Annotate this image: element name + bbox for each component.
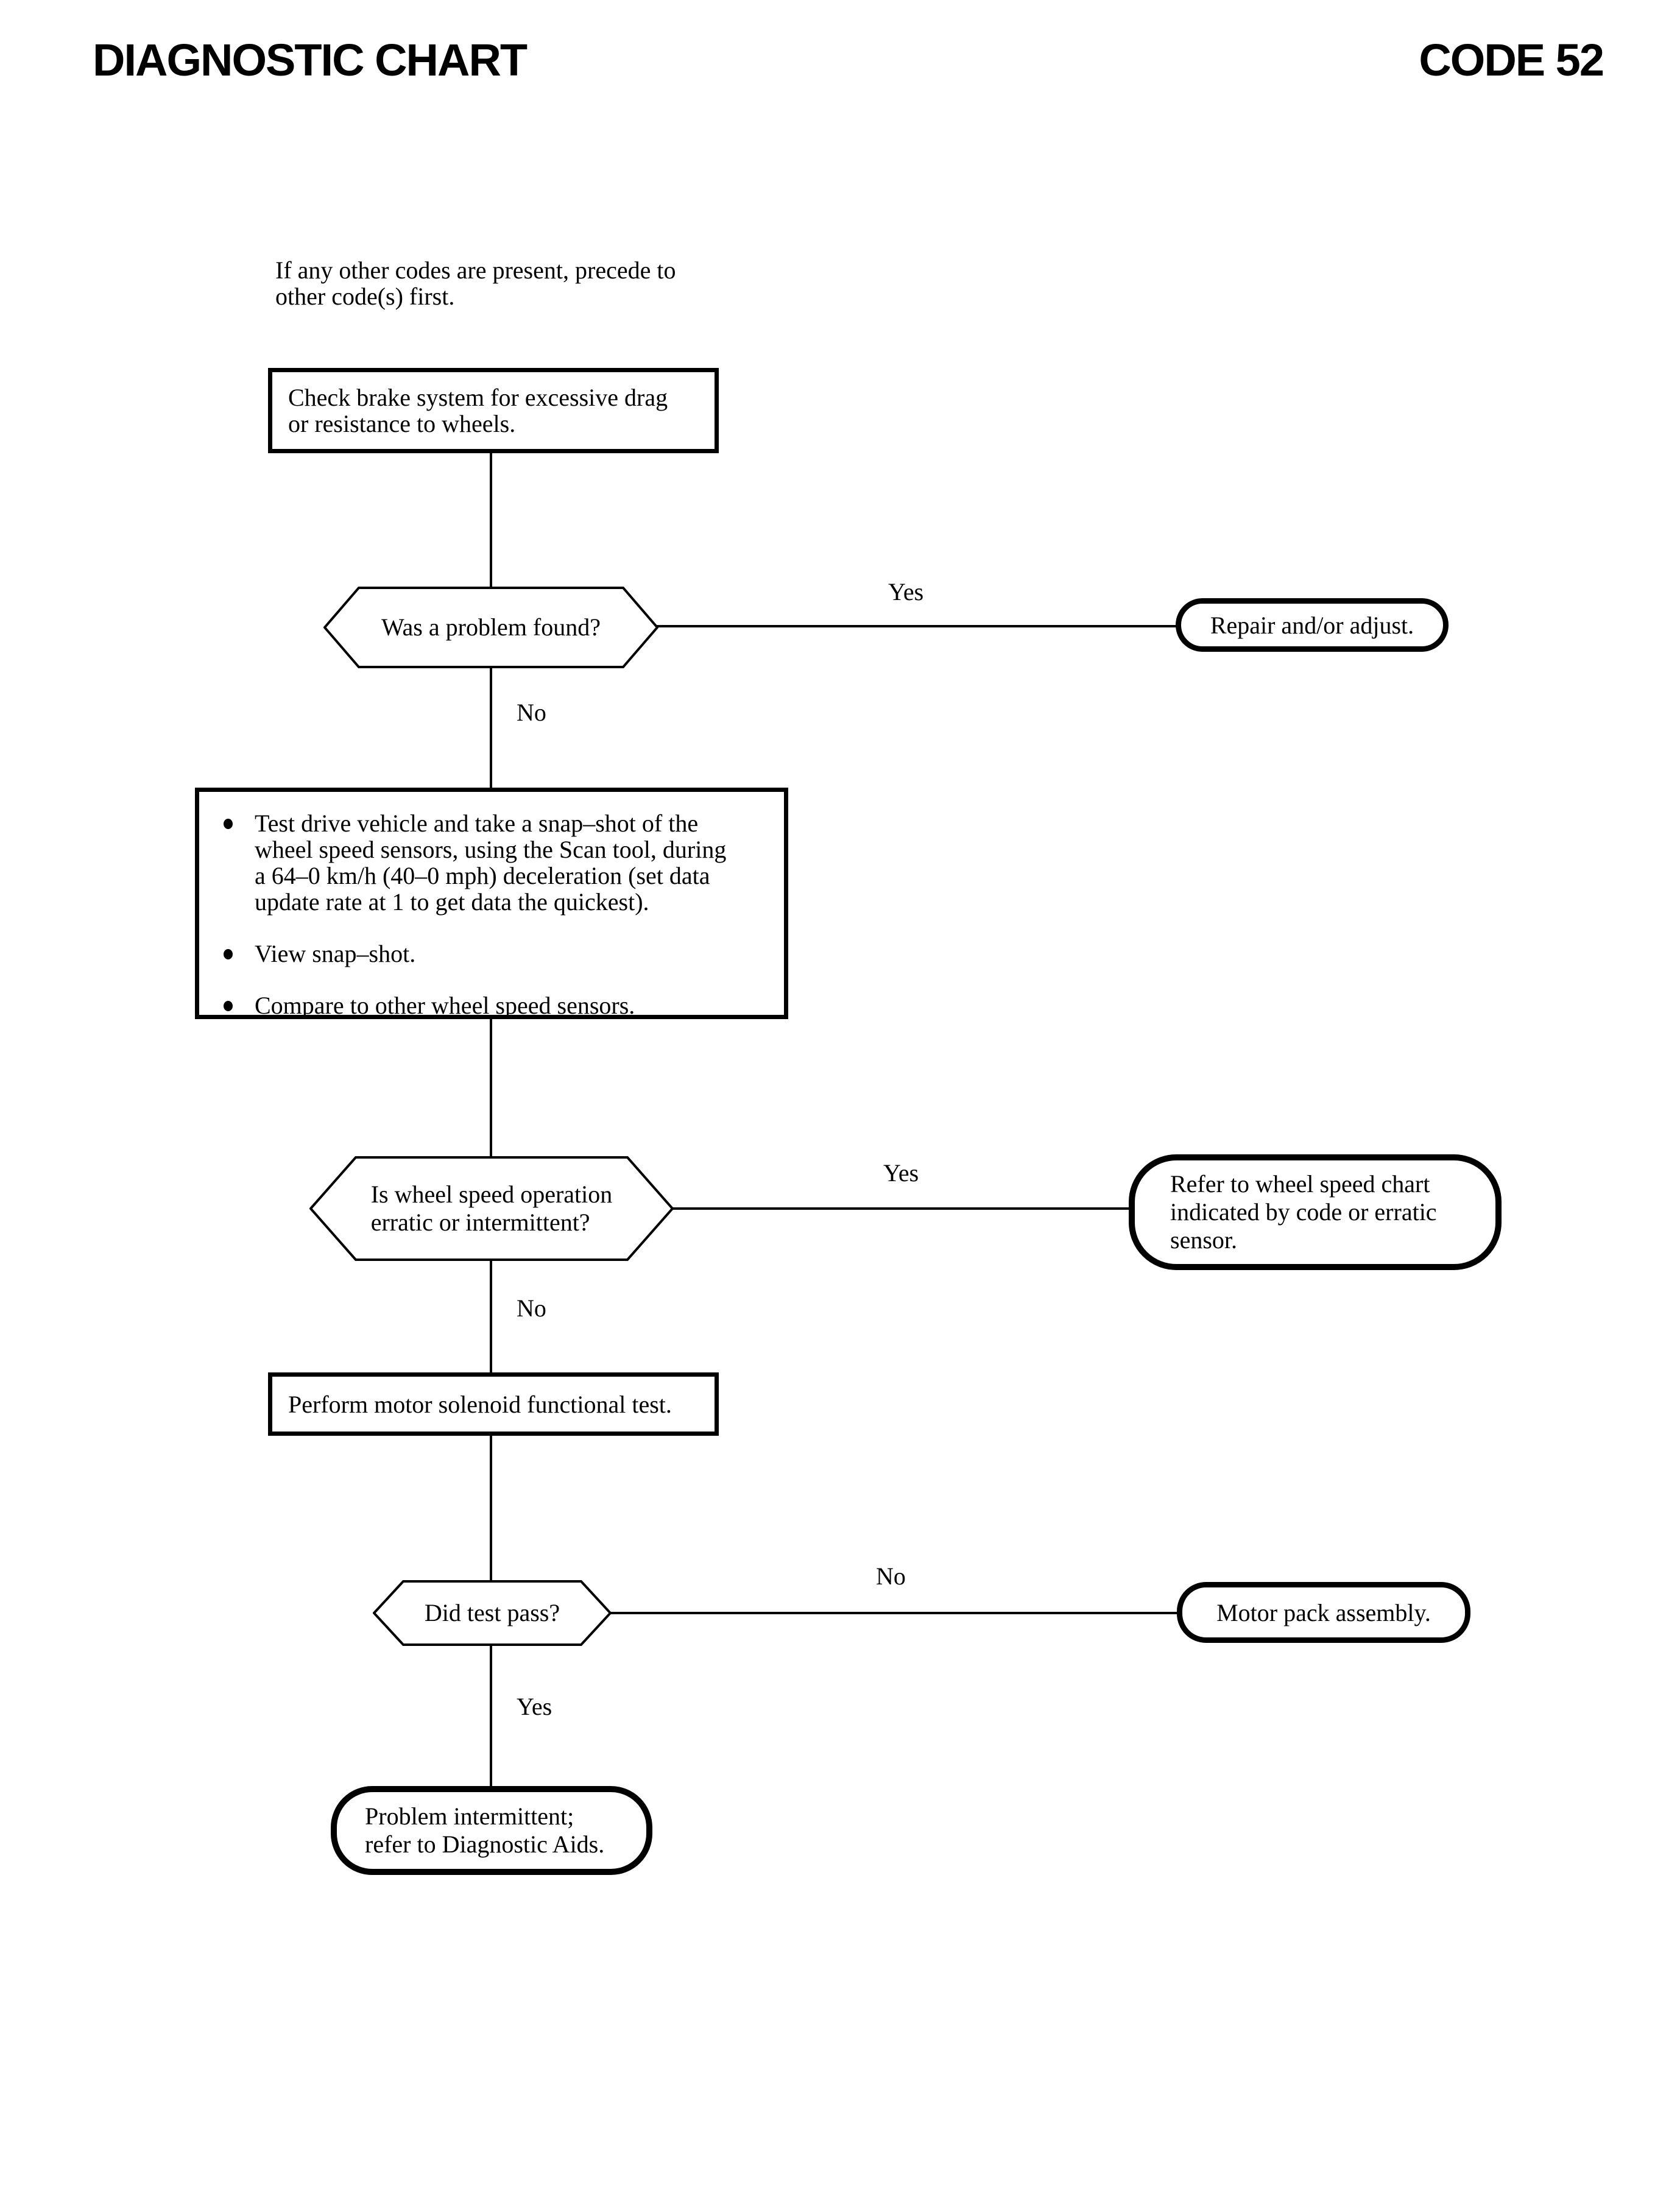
test-drive-bullet-1: Test drive vehicle and take a snap–shot … — [255, 810, 727, 916]
motor-pack-terminal-text: Motor pack assembly. — [1216, 1598, 1431, 1626]
page-title: DIAGNOSTIC CHART — [93, 35, 528, 85]
refer-terminal: Refer to wheel speed chart indicated by … — [1129, 1154, 1502, 1270]
problem-found-decision: Was a problem found? — [323, 587, 658, 668]
test-drive-bullet-3: Compare to other wheel speed sensors. — [255, 992, 635, 1019]
test-pass-decision: Did test pass? — [373, 1580, 612, 1646]
branch-label-yes: Yes — [888, 578, 924, 605]
list-item: Compare to other wheel speed sensors. — [224, 992, 726, 1019]
intermittent-terminal: Problem intermittent; refer to Diagnosti… — [331, 1786, 652, 1875]
connector-line — [490, 453, 492, 587]
solenoid-test-box: Perform motor solenoid functional test. — [268, 1372, 719, 1436]
branch-label-no: No — [876, 1562, 906, 1590]
motor-pack-terminal: Motor pack assembly. — [1177, 1582, 1470, 1643]
intro-note: If any other codes are present, precede … — [275, 256, 676, 310]
connector-line — [490, 1260, 492, 1372]
connector-line — [610, 1612, 1177, 1614]
connector-line — [657, 625, 1178, 627]
wheel-speed-decision: Is wheel speed operation erratic or inte… — [309, 1156, 674, 1261]
list-item: Test drive vehicle and take a snap–shot … — [224, 810, 726, 915]
bullet-icon — [224, 949, 233, 959]
repair-terminal-text: Repair and/or adjust. — [1210, 611, 1414, 639]
connector-line — [490, 1436, 492, 1580]
intermittent-terminal-text: Problem intermittent; refer to Diagnosti… — [365, 1802, 605, 1858]
connector-line — [672, 1207, 1129, 1210]
branch-label-no: No — [517, 699, 546, 726]
connector-line — [490, 1019, 492, 1156]
test-drive-bullet-2: View snap–shot. — [255, 940, 416, 967]
branch-label-no: No — [517, 1294, 546, 1322]
branch-label-yes: Yes — [883, 1159, 919, 1187]
bullet-icon — [224, 1001, 233, 1011]
check-brake-box: Check brake system for excessive drag or… — [268, 368, 719, 453]
test-drive-box: Test drive vehicle and take a snap–shot … — [195, 788, 788, 1019]
connector-line — [490, 1645, 492, 1786]
code-label: CODE 52 — [1419, 35, 1604, 85]
refer-terminal-text: Refer to wheel speed chart indicated by … — [1170, 1170, 1437, 1254]
repair-terminal: Repair and/or adjust. — [1176, 598, 1449, 652]
check-brake-box-text: Check brake system for excessive drag or… — [288, 384, 668, 437]
problem-found-decision-text: Was a problem found? — [381, 613, 601, 641]
connector-line — [490, 667, 492, 788]
solenoid-test-box-text: Perform motor solenoid functional test. — [288, 1390, 672, 1418]
list-item: View snap–shot. — [224, 941, 726, 967]
test-pass-decision-text: Did test pass? — [424, 1599, 560, 1626]
hexagon-outline — [323, 587, 658, 668]
branch-label-yes: Yes — [517, 1693, 552, 1720]
wheel-speed-decision-text: Is wheel speed operation erratic or inte… — [370, 1181, 613, 1236]
bullet-icon — [224, 819, 233, 829]
